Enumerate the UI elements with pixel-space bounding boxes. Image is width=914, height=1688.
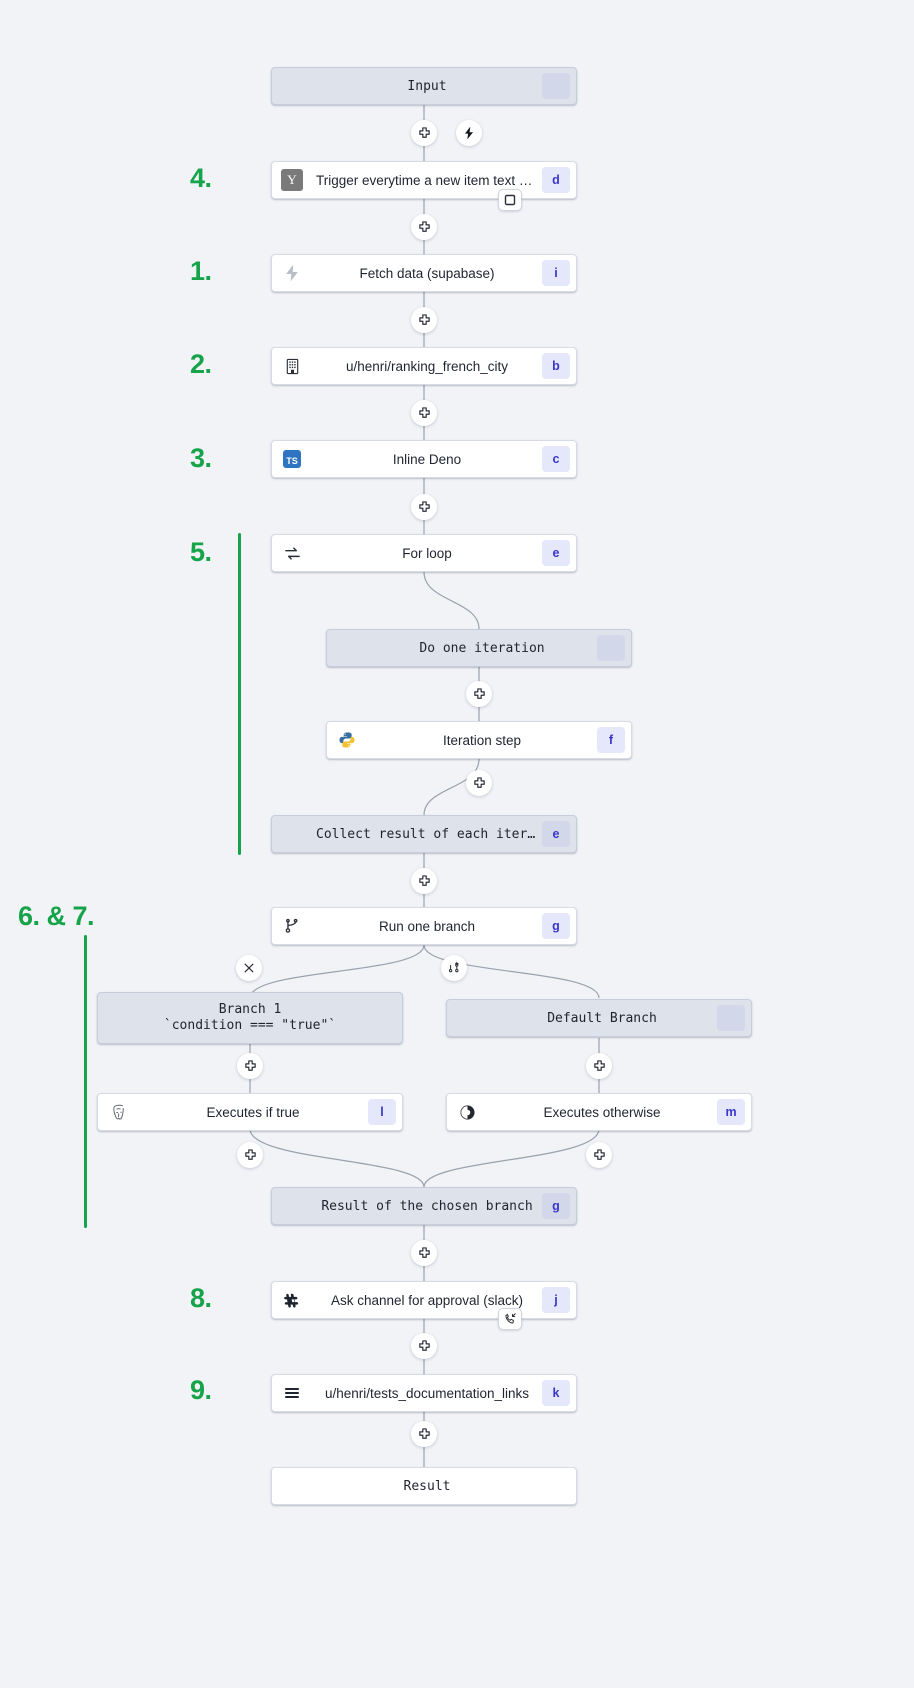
postgres-icon [98, 1103, 138, 1122]
building-icon [272, 358, 312, 375]
node-ask-approval[interactable]: Ask channel for approval (slack) j [271, 1281, 577, 1319]
node-result-chosen-branch-badge: g [542, 1193, 570, 1219]
node-inline-deno[interactable]: TS Inline Deno c [271, 440, 577, 478]
node-fetch-data-label: Fetch data (supabase) [359, 265, 495, 281]
supabase-icon [272, 263, 312, 283]
step-number-6-7: 6. & 7. [18, 901, 95, 931]
add-step-button-13[interactable] [411, 1240, 437, 1266]
node-tests-documentation-links-label: u/henri/tests_documentation_links [324, 1385, 530, 1401]
node-branch-1-condition: `condition === "true"` [163, 1018, 337, 1033]
node-result-chosen-branch-label: Result of the chosen branch [321, 1198, 533, 1214]
node-collect-result-badge: e [542, 821, 570, 847]
trigger-bolt-button[interactable] [456, 120, 482, 146]
typescript-icon: TS [272, 450, 312, 468]
node-collect-result[interactable]: Collect result of each iteration e [271, 815, 577, 853]
node-ranking-french-city[interactable]: u/henri/ranking_french_city b [271, 347, 577, 385]
node-result-chosen-branch[interactable]: Result of the chosen branch g [271, 1187, 577, 1225]
add-step-button-7[interactable] [466, 770, 492, 796]
node-input-label: Input [407, 78, 447, 94]
node-executes-otherwise-label: Executes otherwise [543, 1104, 661, 1120]
node-default-branch[interactable]: Default Branch [446, 999, 752, 1037]
node-for-loop-label: For loop [402, 545, 452, 561]
node-executes-if-true-label: Executes if true [206, 1104, 300, 1120]
node-result[interactable]: Result [271, 1467, 577, 1505]
step-number-1: 1. [190, 256, 212, 286]
step-number-2: 2. [190, 349, 212, 379]
loop-icon [272, 544, 312, 563]
bun-icon [447, 1103, 487, 1122]
node-run-one-branch-label: Run one branch [378, 918, 476, 934]
group-bar-branches [84, 935, 87, 1228]
add-branch-button[interactable] [441, 955, 467, 981]
node-iteration-step-label: Iteration step [442, 732, 522, 748]
add-step-button-8[interactable] [411, 868, 437, 894]
add-step-button-1[interactable] [411, 120, 437, 146]
yaml-icon: Y [272, 169, 312, 191]
add-step-button-4[interactable] [411, 400, 437, 426]
node-fetch-data[interactable]: Fetch data (supabase) i [271, 254, 577, 292]
node-executes-otherwise[interactable]: Executes otherwise m [446, 1093, 752, 1131]
node-default-branch-badge [717, 1005, 745, 1031]
node-do-one-iteration-label: Do one iteration [419, 640, 545, 656]
node-result-label: Result [403, 1478, 451, 1494]
node-for-loop[interactable]: For loop e [271, 534, 577, 572]
node-ranking-french-city-badge: b [542, 353, 570, 379]
node-ranking-french-city-label: u/henri/ranking_french_city [345, 358, 509, 374]
node-input-badge [542, 73, 570, 99]
node-input[interactable]: Input [271, 67, 577, 105]
add-step-button-10[interactable] [586, 1053, 612, 1079]
node-executes-otherwise-badge: m [717, 1099, 745, 1125]
add-step-button-12[interactable] [586, 1142, 612, 1168]
step-number-4: 4. [190, 163, 212, 193]
node-trigger[interactable]: Y Trigger everytime a new item text o… d [271, 161, 577, 199]
node-collect-result-label: Collect result of each iteration [316, 826, 542, 842]
step-number-9: 9. [190, 1375, 212, 1405]
node-ask-approval-label: Ask channel for approval (slack) [330, 1292, 524, 1308]
node-trigger-badge: d [542, 167, 570, 193]
node-inline-deno-badge: c [542, 446, 570, 472]
node-ask-approval-badge: j [542, 1287, 570, 1313]
add-step-button-5[interactable] [411, 494, 437, 520]
group-bar-for-loop [238, 533, 241, 855]
node-iteration-step[interactable]: Iteration step f [326, 721, 632, 759]
add-step-button-3[interactable] [411, 307, 437, 333]
phone-incoming-icon[interactable] [498, 1308, 522, 1330]
node-result-badge [542, 1473, 570, 1499]
add-step-button-2[interactable] [411, 214, 437, 240]
add-step-button-11[interactable] [237, 1142, 263, 1168]
slack-icon [272, 1290, 312, 1310]
add-step-button-6[interactable] [466, 681, 492, 707]
step-number-8: 8. [190, 1283, 212, 1313]
step-number-5: 5. [190, 537, 212, 567]
node-trigger-label: Trigger everytime a new item text o… [316, 172, 540, 188]
branch-icon [272, 917, 312, 935]
node-for-loop-badge: e [542, 540, 570, 566]
stop-square-icon[interactable] [498, 189, 522, 211]
node-iteration-step-badge: f [597, 727, 625, 753]
node-branch-1[interactable]: Branch 1 `condition === "true"` [97, 992, 403, 1044]
step-number-3: 3. [190, 443, 212, 473]
node-executes-if-true[interactable]: Executes if true l [97, 1093, 403, 1131]
node-default-branch-label: Default Branch [547, 1010, 657, 1026]
node-branch-1-title: Branch 1 [218, 1001, 282, 1017]
add-step-button-15[interactable] [411, 1421, 437, 1447]
menu-icon [272, 1383, 312, 1403]
node-do-one-iteration[interactable]: Do one iteration [326, 629, 632, 667]
node-executes-if-true-badge: l [368, 1099, 396, 1125]
node-fetch-data-badge: i [542, 260, 570, 286]
add-step-button-14[interactable] [411, 1333, 437, 1359]
node-tests-documentation-links-badge: k [542, 1380, 570, 1406]
node-tests-documentation-links[interactable]: u/henri/tests_documentation_links k [271, 1374, 577, 1412]
node-run-one-branch[interactable]: Run one branch g [271, 907, 577, 945]
python-icon [327, 731, 367, 749]
node-do-one-iteration-badge [597, 635, 625, 661]
node-run-one-branch-badge: g [542, 913, 570, 939]
node-inline-deno-label: Inline Deno [392, 451, 462, 467]
add-step-button-9[interactable] [237, 1053, 263, 1079]
remove-branch-button[interactable] [236, 955, 262, 981]
